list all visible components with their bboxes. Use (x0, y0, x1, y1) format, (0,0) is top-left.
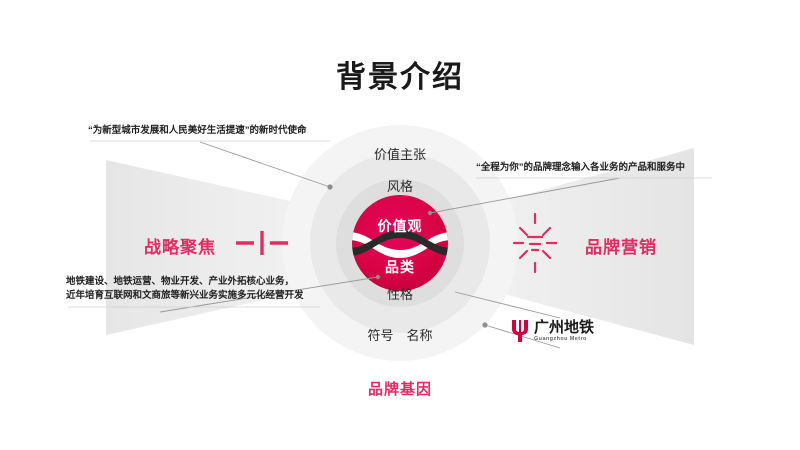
ring-label-style: 风格 (386, 179, 413, 194)
right-panel-label-brand-marketing: 品牌营销 (585, 238, 657, 257)
connector-line-topleft (199, 141, 331, 188)
focus-converge-icon (236, 231, 288, 255)
double-helix-ribbon-icon (352, 230, 448, 258)
core-label-values: 价值观 (377, 218, 423, 234)
connector-line-bottomleft (159, 276, 379, 313)
ring-label-personality: 性格 (386, 287, 413, 302)
connector-dot-bottomleft (375, 274, 381, 280)
guangzhou-metro-logo: 广州地铁 Guangzhou Metro (510, 318, 594, 344)
page-title: 背景介绍 (336, 61, 464, 94)
metro-logo-text-en: Guangzhou Metro (534, 335, 587, 342)
left-panel-label-strategy-focus: 战略聚焦 (144, 238, 216, 257)
metro-y-mark-icon (512, 320, 528, 342)
connector-line-topright (429, 177, 621, 214)
connector-dot-topright (427, 210, 433, 216)
core-circle (352, 195, 448, 291)
metro-logo-text-cn: 广州地铁 (534, 318, 595, 336)
ring-label-value-proposition: 价值主张 (373, 147, 426, 162)
sunburst-radiate-icon (512, 212, 558, 274)
connector-line-bottomright (454, 291, 561, 319)
ring-label-symbol-name: 符号 名称 (367, 328, 433, 343)
right-funnel-shape (470, 148, 694, 345)
note-core-business-line2: 近年培育互联网和文商旅等新兴业务实施多元化经营开发 (66, 290, 304, 301)
note-mission: “为新型城市发展和人民美好生活提速”的新时代使命 (88, 125, 307, 136)
bottom-caption-brand-gene: 品牌基因 (367, 381, 432, 398)
left-funnel-shape (106, 160, 330, 335)
note-core-business-line1: 地铁建设、地铁运营、物业开发、产业外拓核心业务， (66, 276, 295, 287)
connector-underline-topright (484, 324, 561, 349)
metro-logo-text-wrap: 广州地铁 Guangzhou Metro (534, 320, 594, 343)
connector-dot-topleft (327, 184, 333, 190)
core-label-category: 品类 (385, 259, 415, 275)
note-brand-philosophy: “全程为你”的品牌理念输入各业务的产品和服务中 (476, 162, 686, 173)
